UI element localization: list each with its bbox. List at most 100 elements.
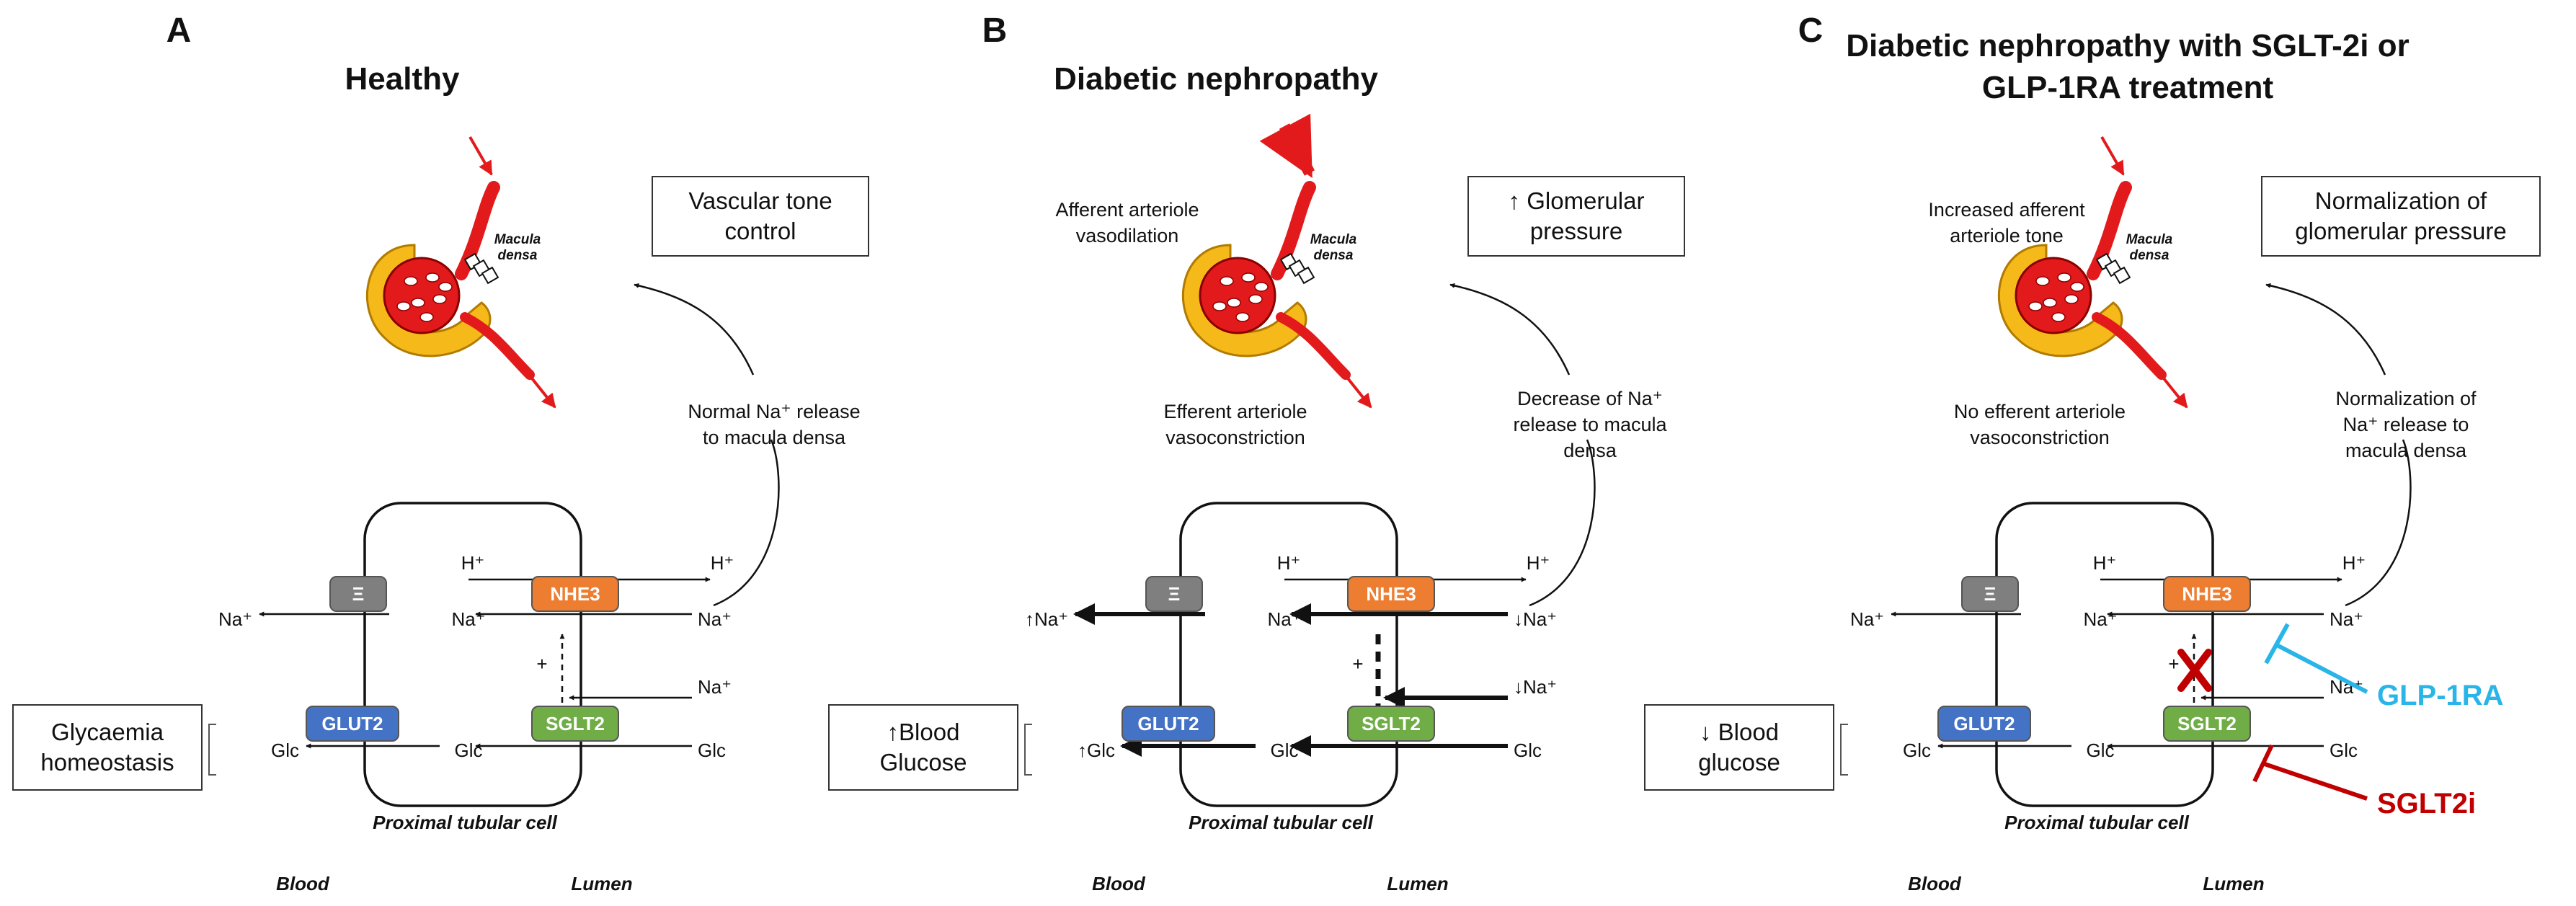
state-box-text: glomerular pressure <box>2295 218 2506 244</box>
red-x-block-icon <box>2177 649 2212 692</box>
glut2-transporter: GLUT2 <box>1122 706 1215 742</box>
proximal-tubular-cell <box>1179 502 1398 807</box>
na-blood-label: Na⁺ <box>218 608 252 630</box>
state-box-text: control <box>724 218 796 244</box>
na-ion-label: Na⁺ <box>1268 608 1302 630</box>
stimulation-plus: + <box>1352 653 1363 675</box>
blood-label: Blood <box>276 873 330 894</box>
glut2-transporter: GLUT2 <box>306 706 399 742</box>
na-release-label: Normal Na⁺ release <box>688 401 860 422</box>
nka-pump: Ξ <box>1145 576 1203 612</box>
stimulation-plus: + <box>536 653 547 675</box>
glycaemia-box-text: ↓ Blood <box>1700 719 1779 745</box>
cell-label: Proximal tubular cell <box>373 812 558 833</box>
afferent-label: arteriole tone <box>1950 225 2064 247</box>
na-blood-label: ↑Na⁺ <box>1025 608 1068 630</box>
glc-blood-label: Glc <box>271 740 299 761</box>
glc-blood-label: Glc <box>1903 740 1931 761</box>
proximal-tubular-cell <box>1995 502 2214 807</box>
afferent-label: vasodilation <box>1076 225 1179 247</box>
state-box-text: pressure <box>1530 218 1622 244</box>
state-box-text: Vascular tone <box>688 187 832 214</box>
nhe3-transporter-label: NHE3 <box>550 583 600 605</box>
bracket-icon <box>1024 724 1032 776</box>
efferent-label: vasoconstriction <box>1165 427 1305 448</box>
glycaemia-box-text: Glucose <box>879 749 967 776</box>
macula-densa-label: densa <box>2130 248 2169 263</box>
state-box: Normalization of glomerular pressure <box>2261 176 2541 257</box>
h-ion-label: H⁺ <box>461 552 485 574</box>
blood-label: Blood <box>1908 873 1962 894</box>
na-blood-label: Na⁺ <box>1850 608 1884 630</box>
na-lumen-label: ↓Na⁺ <box>1514 608 1557 630</box>
na-sglt2-label: ↓Na⁺ <box>1514 676 1557 698</box>
feedback-arrow-icon <box>634 285 780 607</box>
macula-densa-label: densa <box>498 248 538 263</box>
glut2-transporter: GLUT2 <box>1937 706 2031 742</box>
glut2-transporter-label: GLUT2 <box>1137 713 1199 734</box>
arrow-icon <box>1259 113 1315 179</box>
na-ion-label: Na⁺ <box>2084 608 2118 630</box>
feedback-arrow-icon <box>2266 285 2412 607</box>
stimulation-plus: + <box>2168 653 2179 675</box>
panel-letter: A <box>166 12 192 50</box>
glp1ra-label: GLP-1RA <box>2377 680 2504 711</box>
state-box-text: Normalization of <box>2315 187 2487 214</box>
glc-blood-label: ↑Glc <box>1078 740 1115 761</box>
glut2-transporter-label: GLUT2 <box>321 713 383 734</box>
inhibition-t-bar-icon <box>2252 744 2368 801</box>
arrow-icon <box>530 377 556 409</box>
panel-title: Diabetic nephropathy with SGLT-2i or <box>1846 28 2409 63</box>
arrow-icon <box>2162 377 2188 409</box>
panel-title: Diabetic nephropathy <box>1054 61 1378 97</box>
na-release-label: Na⁺ release to <box>2343 414 2469 435</box>
panel-letter: B <box>982 12 1008 50</box>
glc-cell-label: Glc <box>455 740 483 761</box>
nka-pump-label: Ξ <box>352 583 365 605</box>
efferent-label: No efferent arteriole <box>1954 401 2126 422</box>
glc-lumen-label: Glc <box>2329 740 2358 761</box>
panel-title: Healthy <box>345 61 460 97</box>
nka-pump: Ξ <box>329 576 387 612</box>
lumen-label: Lumen <box>571 873 632 894</box>
efferent-label: Efferent arteriole <box>1163 401 1307 422</box>
state-box-text: ↑ Glomerular <box>1509 187 1645 214</box>
blood-label: Blood <box>1092 873 1146 894</box>
macula-densa-label: Macula <box>1310 232 1357 247</box>
glc-cell-label: Glc <box>2087 740 2115 761</box>
state-box: Vascular tone control <box>652 176 869 257</box>
glycaemia-box-text: homeostasis <box>40 749 174 776</box>
sglt2-transporter-label: SGLT2 <box>546 713 605 734</box>
na-release-label: Decrease of Na⁺ <box>1517 388 1663 409</box>
nka-pump-label: Ξ <box>1168 583 1181 605</box>
panel-title: GLP-1RA treatment <box>1982 70 2274 105</box>
lumen-label: Lumen <box>1387 873 1448 894</box>
glycaemia-box-text: ↑Blood <box>887 719 960 745</box>
nhe3-transporter: NHE3 <box>1347 576 1435 612</box>
sglt2-transporter-label: SGLT2 <box>2177 713 2237 734</box>
sglt2-transporter: SGLT2 <box>531 706 619 742</box>
nhe3-transporter: NHE3 <box>2163 576 2251 612</box>
nhe3-transporter: NHE3 <box>531 576 619 612</box>
glut2-transporter-label: GLUT2 <box>1953 713 2015 734</box>
nka-pump-label: Ξ <box>1984 583 1997 605</box>
sglt2-transporter: SGLT2 <box>1347 706 1435 742</box>
arrow-icon <box>2100 136 2125 176</box>
feedback-arrow-icon <box>1450 285 1596 607</box>
h-ion-label: H⁺ <box>2093 552 2117 574</box>
na-release-label: Normalization of <box>2335 388 2477 409</box>
na-sglt2-label: Na⁺ <box>698 676 732 698</box>
macula-densa-label: densa <box>1314 248 1354 263</box>
afferent-label: Increased afferent <box>1928 199 2085 221</box>
inhibition-t-bar-icon <box>2264 623 2368 694</box>
nhe3-transporter-label: NHE3 <box>2182 583 2231 605</box>
h-ion-label: H⁺ <box>2342 552 2366 574</box>
proximal-tubular-cell <box>363 502 582 807</box>
